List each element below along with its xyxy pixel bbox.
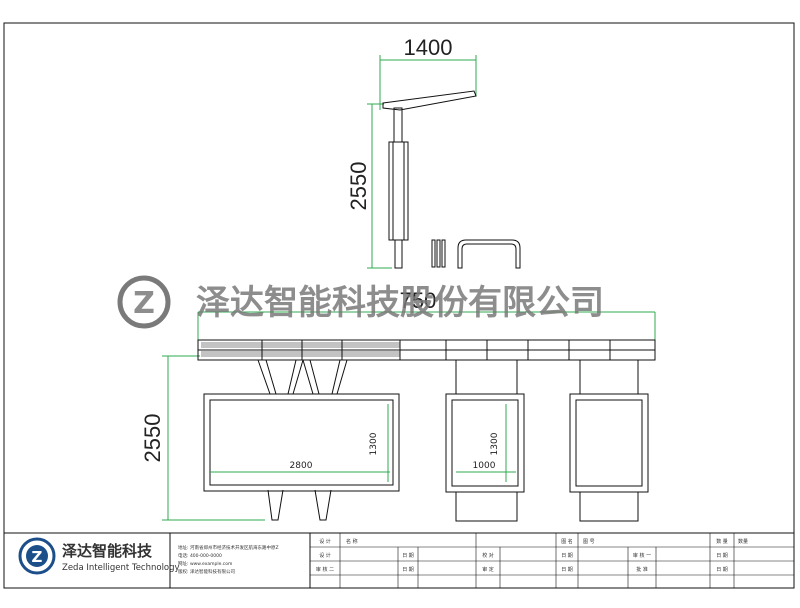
title-logo: Z [18,537,56,575]
display-box-large [203,393,400,492]
middle-column-top [455,359,518,395]
table-cell: 日 期 [716,553,728,559]
contact-line: 地址: 河南省郑州市经济技术开发区航海东路中原Z [178,544,279,551]
middle-column-base [455,491,518,522]
table-cell: 日 期 [402,553,414,559]
dim-label-box1-width: 2800 [290,461,313,471]
pole-upper [393,107,403,143]
pole-base [394,239,403,269]
right-column-base [579,491,639,522]
side-elevation [367,55,521,269]
table-cell: 数量 [738,538,748,545]
contact-line: 网址: www.example.com [178,560,232,567]
table-cell: 审 核 二 [316,566,334,573]
contact-line: 版权: 泽达智能科技有限公司 [178,568,235,575]
table-cell: 数 量 [716,538,728,545]
title-table-grid [310,533,794,588]
table-cell: 校 对 [482,552,494,559]
watermark-logo: Z [117,275,171,329]
dim-label-box1-height: 1300 [369,432,379,455]
title-company-cn: 泽达智能科技 [62,542,153,560]
pole-body [388,141,409,241]
lamp-arm [382,90,477,111]
beam-louvers [201,342,400,357]
table-cell: 设 计 [319,552,331,559]
table-cell: 名 称 [346,538,358,545]
part-bar-a [431,239,436,268]
watermark-company-name: 泽达智能科技股份有限公司 [196,283,604,323]
title-block: Z 泽达智能科技 Zeda Intelligent Technology 地址:… [3,532,795,589]
table-cell: 日 期 [402,567,414,573]
table-cell: 设 计 [319,538,331,545]
watermark-logo-letter: Z [133,286,155,321]
watermark: Z 泽达智能科技股份有限公司 [117,275,604,329]
display-box-right [569,393,649,493]
dim-label-top-width: 1400 [404,35,453,60]
table-cell: 日 期 [561,553,573,559]
display-box-middle [445,393,525,493]
front-elevation [162,311,656,522]
table-cell: 日 期 [716,567,728,573]
right-column-top [579,359,639,395]
contact-line: 电话: 400-000-0000 [178,552,222,559]
dim-label-box2-height: 1300 [490,432,500,455]
table-cell: 图 号 [583,539,595,545]
dim-label-box2-width: 1000 [473,461,496,471]
title-company-en: Zeda Intelligent Technology [62,563,180,573]
u-bracket [457,239,521,269]
left-feet [267,489,332,521]
left-support-legs [257,359,348,395]
dim-label-overlap: 750 [400,288,437,313]
table-cell: 日 期 [561,567,573,573]
dim-label-main-height: 2550 [140,414,165,463]
title-logo-letter: Z [32,548,43,566]
table-cell: 图 名 [561,538,573,545]
table-cell: 审 定 [482,566,494,573]
dim-label-top-height: 2550 [346,162,371,211]
table-cell: 批 准 [636,566,648,573]
table-cell: 审 核 一 [633,552,651,559]
